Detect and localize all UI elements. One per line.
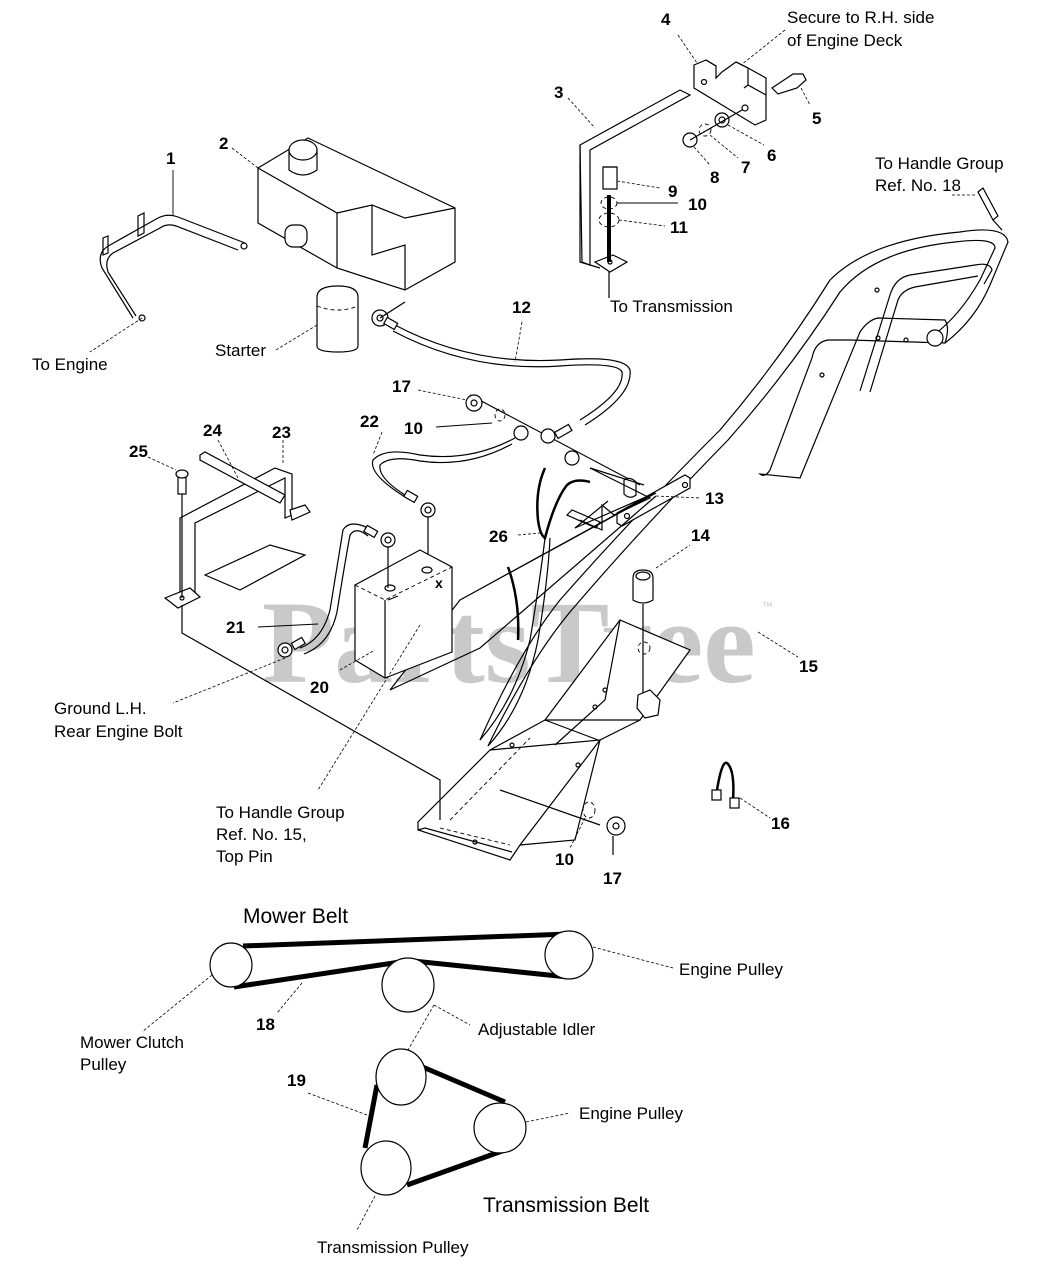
part-16-harness <box>711 761 771 819</box>
part-3-bracket <box>567 89 692 298</box>
label-engine-pulley-bottom: Engine Pulley <box>579 1104 683 1123</box>
part-number-18: 18 <box>256 1015 275 1034</box>
callout-to-engine: To Engine <box>32 355 108 374</box>
part-number-23: 23 <box>272 423 291 442</box>
label-mower-clutch-line2: Pulley <box>80 1055 127 1074</box>
part-number-26: 26 <box>489 527 508 546</box>
callout-starter: Starter <box>215 341 266 360</box>
part-number-3: 3 <box>554 83 563 102</box>
part-number-24: 24 <box>203 421 222 440</box>
part-23-24-25-battery-bracket <box>147 439 441 820</box>
part-4-block <box>677 29 811 166</box>
label-adjustable-idler: Adjustable Idler <box>478 1020 596 1039</box>
label-engine-pulley-top: Engine Pulley <box>679 960 783 979</box>
belt-labels: Mower Belt Engine Pulley Mower Clutch Pu… <box>80 905 783 1257</box>
part-number-9: 9 <box>668 182 677 201</box>
part-20-battery: x <box>339 549 453 679</box>
callout-labels: Secure to R.H. side of Engine Deck To Ha… <box>32 8 1004 866</box>
callout-handle15-line3: Top Pin <box>216 847 273 866</box>
part-number-20: 20 <box>310 678 329 697</box>
transmission-belt-diagram <box>307 1004 571 1231</box>
label-transmission-pulley: Transmission Pulley <box>317 1238 469 1257</box>
callout-ground-line1: Ground L.H. <box>54 699 147 718</box>
part-number-14: 14 <box>691 526 710 545</box>
part-15-handle <box>479 187 1009 747</box>
mower-belt-diagram <box>141 930 674 1033</box>
part-21-cable <box>172 523 396 704</box>
part-number-19: 19 <box>287 1071 306 1090</box>
part-number-1: 1 <box>166 149 175 168</box>
callout-to-transmission: To Transmission <box>610 297 733 316</box>
part-number-10-bottom: 10 <box>555 850 574 869</box>
part-number-4: 4 <box>661 10 671 29</box>
part-number-17-top: 17 <box>392 377 411 396</box>
watermark: PartsTree ™ <box>262 577 773 708</box>
callout-secure-line1: Secure to R.H. side <box>787 8 934 27</box>
part-number-12: 12 <box>512 298 531 317</box>
svg-text:x: x <box>435 575 443 591</box>
part-number-10-top: 10 <box>688 195 707 214</box>
part-number-8: 8 <box>710 168 719 187</box>
callout-handle18-line1: To Handle Group <box>875 154 1004 173</box>
callout-secure-line2: of Engine Deck <box>787 31 903 50</box>
part-26-cable <box>479 467 601 747</box>
part-number-5: 5 <box>812 109 821 128</box>
part-12-cable <box>371 301 631 426</box>
part-1-rod <box>89 170 248 353</box>
part-22-cable <box>371 389 516 568</box>
part-number-13: 13 <box>705 489 724 508</box>
part-number-25: 25 <box>129 442 148 461</box>
callout-handle15-line2: Ref. No. 15, <box>216 825 307 844</box>
part-number-17-bottom: 17 <box>603 869 622 888</box>
part-number-10-middle: 10 <box>404 419 423 438</box>
part-number-11: 11 <box>670 218 688 237</box>
part-number-labels: 1 2 3 4 5 6 7 8 9 10 11 12 13 14 15 16 1… <box>129 10 821 1090</box>
watermark-trademark: ™ <box>762 601 773 613</box>
part-number-22: 22 <box>360 412 379 431</box>
part-2-fuel-tank <box>231 137 456 291</box>
transmission-belt-title: Transmission Belt <box>483 1194 649 1217</box>
callout-handle15-line1: To Handle Group <box>216 803 345 822</box>
part-number-7: 7 <box>741 158 750 177</box>
part-number-21: 21 <box>226 618 245 637</box>
part-number-15: 15 <box>799 657 818 676</box>
watermark-text: PartsTree <box>262 577 756 708</box>
starter <box>275 285 359 353</box>
lower-plate-assembly <box>317 495 691 861</box>
part-number-16: 16 <box>771 814 790 833</box>
callout-ground-line2: Rear Engine Bolt <box>54 722 183 741</box>
part-number-6: 6 <box>767 146 776 165</box>
part-number-2: 2 <box>219 134 228 153</box>
callout-handle18-line2: Ref. No. 18 <box>875 176 961 195</box>
mower-belt-title: Mower Belt <box>243 905 348 928</box>
label-mower-clutch-line1: Mower Clutch <box>80 1033 184 1052</box>
